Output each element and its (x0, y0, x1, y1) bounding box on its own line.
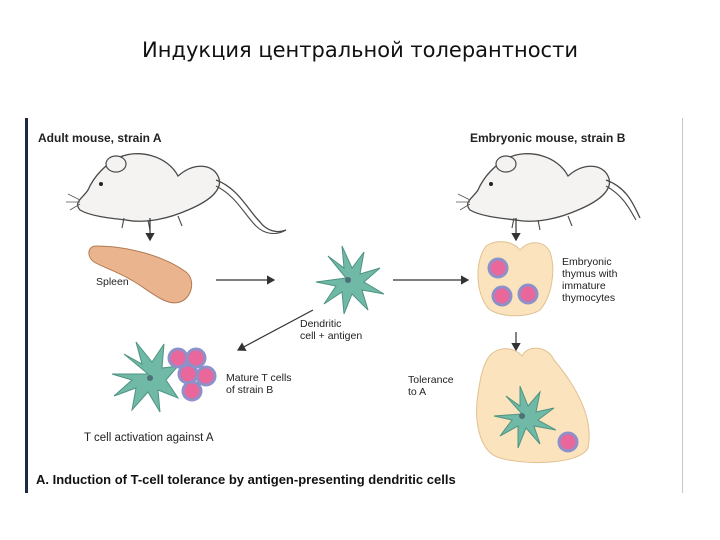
tolerance-figure: Adult mouse, strain A Embryonic mouse, s… (25, 118, 683, 493)
thymocyte (557, 431, 579, 453)
figure-caption: A. Induction of T-cell tolerance by anti… (36, 472, 456, 487)
t-cell-activation-label: T cell activation against A (84, 432, 214, 444)
dendritic-cell-label: Dendritic cell + antigen (300, 318, 363, 342)
immature-thymocyte (491, 285, 513, 307)
immature-thymocyte (487, 257, 509, 279)
embryonic-mouse-icon (456, 153, 641, 231)
spleen-icon (88, 245, 193, 304)
embryonic-mouse-label: Embryonic mouse, strain B (470, 131, 626, 145)
adult-mouse-icon (66, 153, 287, 235)
mature-t-cell (195, 365, 217, 387)
t-cell-activation-icon (111, 341, 217, 413)
arrow-dc-to-tcells (236, 309, 314, 351)
mature-t-cell (185, 347, 207, 369)
figure-drawing (66, 153, 641, 464)
mature-t-cells-label: Mature T cells of strain B (226, 372, 292, 396)
immature-thymocyte (517, 283, 539, 305)
spleen-label: Spleen (96, 276, 129, 288)
adult-mouse-label: Adult mouse, strain A (38, 131, 162, 145)
embryonic-thymus-icon (477, 241, 554, 317)
mature-t-cell (177, 363, 199, 385)
tolerance-label: Tolerance to A (408, 374, 454, 398)
mature-t-cell (181, 380, 203, 402)
arrows (145, 218, 521, 352)
slide-title: Индукция центральной толерантности (142, 38, 578, 62)
tolerant-thymus-icon (476, 347, 590, 464)
antigen-dot (345, 277, 351, 283)
embryonic-thymus-label: Embryonic thymus with immature thymocyte… (562, 256, 618, 304)
